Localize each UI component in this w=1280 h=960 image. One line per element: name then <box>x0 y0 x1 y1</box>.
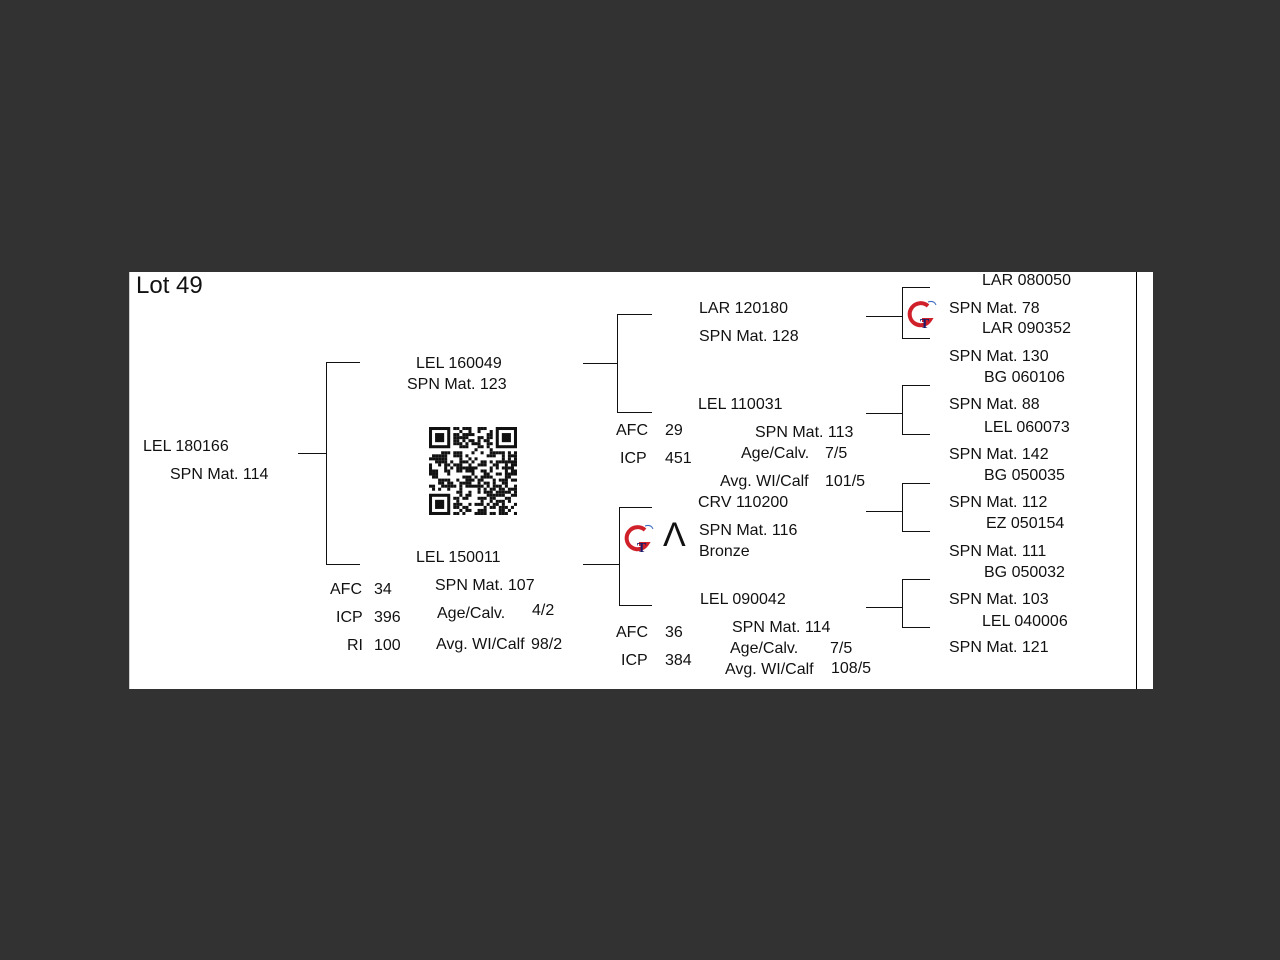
bracket-line <box>902 385 903 434</box>
animal-id: LEL 180166 <box>143 438 229 455</box>
dam-ri-value: 100 <box>374 637 401 654</box>
dam-dam-avg-label: Avg. WI/Calf <box>725 661 814 678</box>
dam-dam-avg-value: 108/5 <box>831 660 872 677</box>
dam-age-label: Age/Calv. <box>437 605 506 622</box>
bracket-line <box>619 507 620 605</box>
ggp-1-spn: SPN Mat. 78 <box>949 300 1040 317</box>
ggp-6-id: EZ 050154 <box>986 515 1065 532</box>
sire-dam-icp-label: ICP <box>620 450 647 467</box>
sire-id: LEL 160049 <box>416 355 502 372</box>
ggp-4-id: LEL 060073 <box>984 419 1070 436</box>
dam-dam-afc-value: 36 <box>665 624 683 641</box>
connector-line <box>617 412 652 413</box>
dam-icp-value: 396 <box>374 609 401 626</box>
ggp-4-spn: SPN Mat. 142 <box>949 446 1049 463</box>
dam-dam-icp-value: 384 <box>665 652 692 669</box>
gt-logo-icon: T <box>624 524 654 556</box>
dam-avg-value: 98/2 <box>531 636 563 653</box>
bracket-line <box>617 314 618 412</box>
lot-title: Lot 49 <box>136 272 203 299</box>
connector-line <box>617 314 652 315</box>
ggp-1-id: LAR 080050 <box>982 272 1071 289</box>
ggp-5-spn: SPN Mat. 112 <box>949 494 1048 511</box>
bracket-line <box>326 362 327 564</box>
dam-dam-spn: SPN Mat. 114 <box>732 619 831 636</box>
ggp-2-spn: SPN Mat. 130 <box>949 348 1049 365</box>
sire-dam-age-value: 7/5 <box>825 445 848 462</box>
ggp-3-id: BG 060106 <box>984 369 1065 386</box>
connector-line <box>583 564 619 565</box>
ggp-6-spn: SPN Mat. 111 <box>949 543 1047 560</box>
gt-logo-icon: T <box>907 300 937 332</box>
sire-sire-spn: SPN Mat. 128 <box>699 328 799 345</box>
dam-dam-age-label: Age/Calv. <box>730 640 799 657</box>
bracket-line <box>902 287 903 338</box>
connector-line <box>866 413 902 414</box>
connector-line <box>866 607 902 608</box>
ggp-2-id: LAR 090352 <box>982 320 1071 337</box>
dam-dam-icp-label: ICP <box>621 652 648 669</box>
sire-dam-afc-label: AFC <box>616 422 648 439</box>
connector-line <box>902 627 930 628</box>
sire-spn: SPN Mat. 123 <box>407 376 507 393</box>
sire-dam-icp-value: 451 <box>665 450 692 467</box>
dam-sire-spn: SPN Mat. 116 <box>699 522 798 539</box>
qr-code-icon <box>429 427 517 515</box>
sire-dam-id: LEL 110031 <box>698 396 783 413</box>
dam-dam-afc-label: AFC <box>616 624 648 641</box>
sire-dam-spn: SPN Mat. 113 <box>755 424 854 441</box>
connector-line <box>866 511 902 512</box>
connector-line <box>902 579 930 580</box>
connector-line <box>902 287 930 288</box>
sire-dam-afc-value: 29 <box>665 422 683 439</box>
sire-dam-avg-label: Avg. WI/Calf <box>720 473 809 490</box>
dam-age-value: 4/2 <box>532 602 555 619</box>
svg-text:T: T <box>637 541 647 556</box>
connector-line <box>326 362 360 363</box>
connector-line <box>902 385 930 386</box>
dam-dam-id: LEL 090042 <box>700 591 786 608</box>
bracket-line <box>902 483 903 531</box>
dam-avg-label: Avg. WI/Calf <box>436 636 525 653</box>
dam-id: LEL 150011 <box>416 549 501 566</box>
connector-line <box>326 564 360 565</box>
dam-spn: SPN Mat. 107 <box>435 577 535 594</box>
dam-sire-id: CRV 110200 <box>698 494 789 511</box>
sire-dam-avg-value: 101/5 <box>825 473 866 490</box>
dam-sire-status: Bronze <box>699 543 750 560</box>
caret-symbol: Λ <box>663 516 686 554</box>
sire-sire-id: LAR 120180 <box>699 300 788 317</box>
connector-line <box>902 483 930 484</box>
dam-afc-value: 34 <box>374 581 392 598</box>
svg-text:T: T <box>920 317 930 332</box>
connector-line <box>619 507 652 508</box>
connector-line <box>866 316 902 317</box>
ggp-8-spn: SPN Mat. 121 <box>949 639 1049 656</box>
dam-afc-label: AFC <box>330 581 362 598</box>
ggp-8-id: LEL 040006 <box>982 613 1068 630</box>
ggp-5-id: BG 050035 <box>984 467 1065 484</box>
sire-dam-age-label: Age/Calv. <box>741 445 810 462</box>
ggp-3-spn: SPN Mat. 88 <box>949 396 1040 413</box>
connector-line <box>902 434 930 435</box>
dam-dam-age-value: 7/5 <box>830 640 853 657</box>
card-right-border <box>1136 272 1137 689</box>
connector-line <box>298 453 326 454</box>
connector-line <box>583 363 617 364</box>
pedigree-card: Lot 49 LEL 180166 SPN Mat. 114 LEL 16004… <box>129 272 1153 689</box>
ggp-7-spn: SPN Mat. 103 <box>949 591 1049 608</box>
connector-line <box>619 605 652 606</box>
bracket-line <box>902 579 903 627</box>
animal-spn: SPN Mat. 114 <box>170 466 269 483</box>
connector-line <box>902 338 930 339</box>
connector-line <box>902 531 930 532</box>
dam-ri-label: RI <box>347 637 363 654</box>
dam-icp-label: ICP <box>336 609 363 626</box>
ggp-7-id: BG 050032 <box>984 564 1065 581</box>
